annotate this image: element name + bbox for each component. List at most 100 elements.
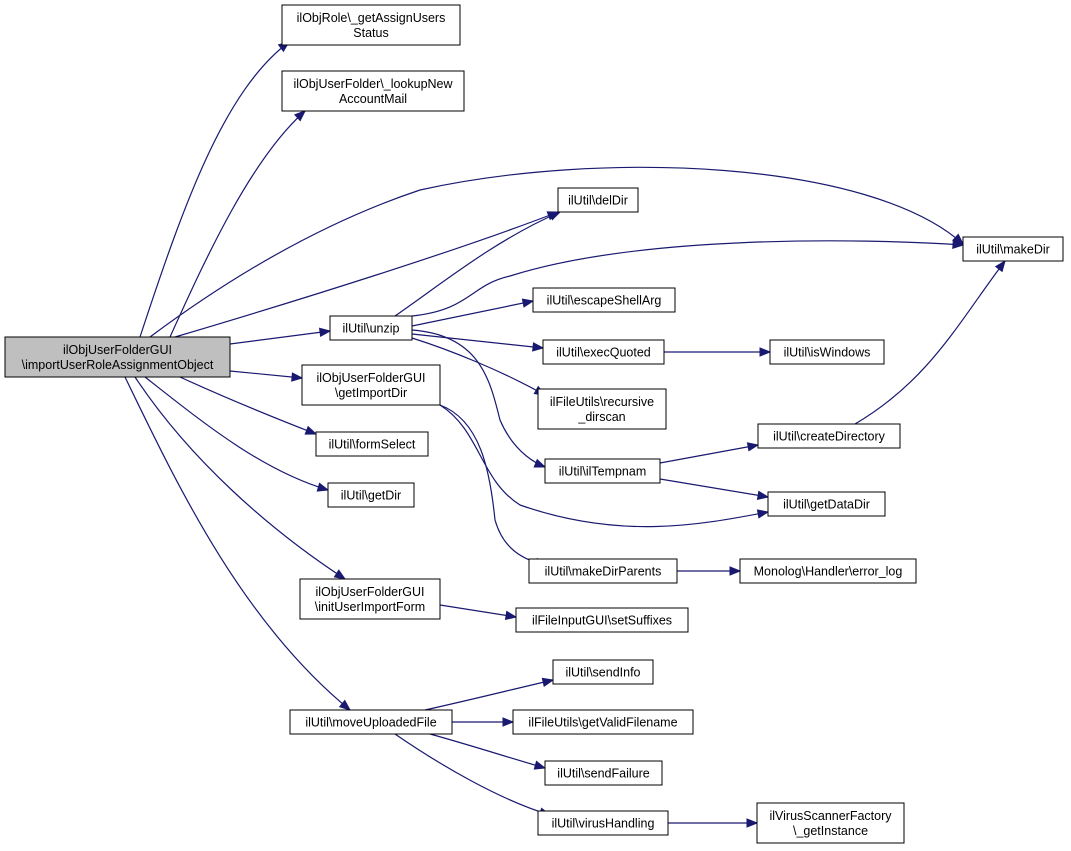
edge-initUserImportForm-to-setSuffixes [439, 604, 517, 618]
node-box-isWindows [769, 339, 885, 365]
node-getInstance[interactable]: ilVirusScannerFactory\_getInstance [756, 802, 905, 844]
edge-root-to-makeDir [149, 166, 964, 338]
node-moveUploadedFile[interactable]: ilUtil\moveUploadedFile [289, 709, 453, 735]
arrowhead-sendInfo [541, 677, 555, 687]
node-label-createDirectory-0: ilUtil\createDirectory [773, 430, 886, 444]
node-sendFailure[interactable]: ilUtil\sendFailure [544, 760, 663, 786]
node-label-ilTempnam-0: ilUtil\ilTempnam [559, 465, 647, 479]
arrowhead-getValidFilename [502, 717, 515, 727]
node-box-ilTempnam [544, 458, 661, 484]
node-label-root-1: \importUserRoleAssignmentObject [22, 358, 214, 372]
node-box-moveUploadedFile [289, 709, 453, 735]
node-label-getAssignUsersStatus-0: ilObjRole\_getAssignUsers [297, 11, 446, 25]
arrowhead-getDir [316, 482, 330, 492]
arrowhead-setSuffixes [504, 610, 518, 621]
arrowhead-unzip [318, 327, 332, 338]
node-box-makeDir [962, 236, 1064, 262]
node-label-recursiveDirscan-1: _dirscan [577, 410, 625, 424]
node-label-makeDir-0: ilUtil\makeDir [976, 243, 1050, 257]
node-errorLog[interactable]: Monolog\Handler\error_log [739, 558, 917, 584]
node-box-makeDirParents [528, 558, 678, 584]
node-label-unzip-0: ilUtil\unzip [343, 322, 400, 336]
node-label-makeDirParents-0: ilUtil\makeDirParents [545, 565, 662, 579]
node-getDataDir[interactable]: ilUtil\getDataDir [767, 491, 886, 517]
arrowhead-getInstance [746, 818, 759, 828]
node-sendInfo[interactable]: ilUtil\sendInfo [552, 659, 654, 685]
arrowhead-makeDir [952, 239, 965, 250]
node-isWindows[interactable]: ilUtil\isWindows [769, 339, 885, 365]
node-box-delDir [557, 187, 639, 213]
arrowhead-execQuoted [532, 342, 545, 352]
node-box-recursiveDirscan [537, 388, 667, 430]
arrowhead-isWindows [759, 347, 772, 357]
node-label-getDir-0: ilUtil\getDir [341, 489, 401, 503]
arrowhead-ilTempnam [533, 458, 547, 468]
node-createDirectory[interactable]: ilUtil\createDirectory [757, 423, 901, 449]
node-label-recursiveDirscan-0: ilFileUtils\recursive [550, 395, 654, 409]
node-box-sendInfo [552, 659, 654, 685]
node-label-getImportDir-1: \getImportDir [335, 386, 407, 400]
arrowhead-sendFailure [533, 760, 547, 770]
node-makeDirParents[interactable]: ilUtil\makeDirParents [528, 558, 678, 584]
node-delDir[interactable]: ilUtil\delDir [557, 187, 639, 213]
edge-root-to-lookupNewAccountMail [169, 110, 306, 338]
node-virusHandling[interactable]: ilUtil\virusHandling [537, 810, 669, 836]
edge-getImportDir-to-getDataDir [439, 404, 769, 528]
node-box-errorLog [739, 558, 917, 584]
edge-getImportDir-to-makeDirParents [439, 404, 546, 567]
arrowhead-getImportDir [291, 372, 304, 382]
node-unzip[interactable]: ilUtil\unzip [329, 315, 413, 341]
node-makeDir[interactable]: ilUtil\makeDir [962, 236, 1064, 262]
node-label-getInstance-1: \_getInstance [793, 824, 868, 838]
node-getDir[interactable]: ilUtil\getDir [327, 482, 415, 508]
edge-moveUploadedFile-to-virusHandling [394, 733, 551, 816]
node-label-getDataDir-0: ilUtil\getDataDir [783, 498, 870, 512]
node-initUserImportForm[interactable]: ilObjUserFolderGUI\initUserImportForm [299, 578, 441, 620]
node-label-virusHandling-0: ilUtil\virusHandling [552, 817, 655, 831]
node-box-virusHandling [537, 810, 669, 836]
node-label-moveUploadedFile-0: ilUtil\moveUploadedFile [305, 716, 436, 730]
node-label-delDir-0: ilUtil\delDir [568, 194, 628, 208]
node-box-unzip [329, 315, 413, 341]
node-label-getImportDir-0: ilObjUserFolderGUI [316, 371, 425, 385]
node-label-execQuoted-0: ilUtil\execQuoted [556, 346, 651, 360]
node-label-formSelect-0: ilUtil\formSelect [329, 438, 416, 452]
arrowhead-initUserImportForm [333, 569, 347, 580]
node-formSelect[interactable]: ilUtil\formSelect [315, 431, 429, 457]
edge-root-to-getImportDir [229, 370, 303, 379]
node-label-setSuffixes-0: ilFileInputGUI\setSuffixes [532, 614, 672, 628]
edge-moveUploadedFile-to-sendInfo [424, 679, 554, 711]
edge-createDirectory-to-makeDir [854, 260, 1006, 425]
arrowhead-lookupNewAccountMail [294, 110, 307, 122]
node-execQuoted[interactable]: ilUtil\execQuoted [542, 339, 665, 365]
node-box-execQuoted [542, 339, 665, 365]
node-escapeShellArg[interactable]: ilUtil\escapeShellArg [532, 287, 676, 313]
edge-unzip-to-ilTempnam [411, 329, 546, 468]
node-label-sendInfo-0: ilUtil\sendInfo [565, 666, 640, 680]
arrowhead-getDataDir [756, 509, 770, 519]
node-label-isWindows-0: ilUtil\isWindows [784, 346, 871, 360]
arrowhead-delDir [548, 211, 562, 221]
node-ilTempnam[interactable]: ilUtil\ilTempnam [544, 458, 661, 484]
edge-unzip-to-makeDir [411, 240, 964, 317]
node-box-root [4, 336, 231, 378]
edge-root-to-initUserImportForm [134, 376, 346, 580]
edge-root-to-moveUploadedFile [124, 376, 351, 711]
node-setSuffixes[interactable]: ilFileInputGUI\setSuffixes [515, 607, 689, 633]
edge-unzip-to-delDir [394, 211, 561, 317]
node-box-getInstance [756, 802, 905, 844]
arrowhead-makeDir [994, 259, 1006, 273]
edge-moveUploadedFile-to-sendFailure [429, 733, 546, 769]
node-root[interactable]: ilObjUserFolderGUI\importUserRoleAssignm… [4, 336, 231, 378]
edge-root-to-formSelect [179, 376, 317, 435]
node-box-lookupNewAccountMail [281, 70, 465, 112]
node-box-getImportDir [301, 364, 441, 406]
node-box-formSelect [315, 431, 429, 457]
node-getImportDir[interactable]: ilObjUserFolderGUI\getImportDir [301, 364, 441, 406]
node-box-getDataDir [767, 491, 886, 517]
node-recursiveDirscan[interactable]: ilFileUtils\recursive_dirscan [537, 388, 667, 430]
node-label-initUserImportForm-1: \initUserImportForm [315, 600, 425, 614]
node-getValidFilename[interactable]: ilFileUtils\getValidFilename [512, 709, 694, 735]
